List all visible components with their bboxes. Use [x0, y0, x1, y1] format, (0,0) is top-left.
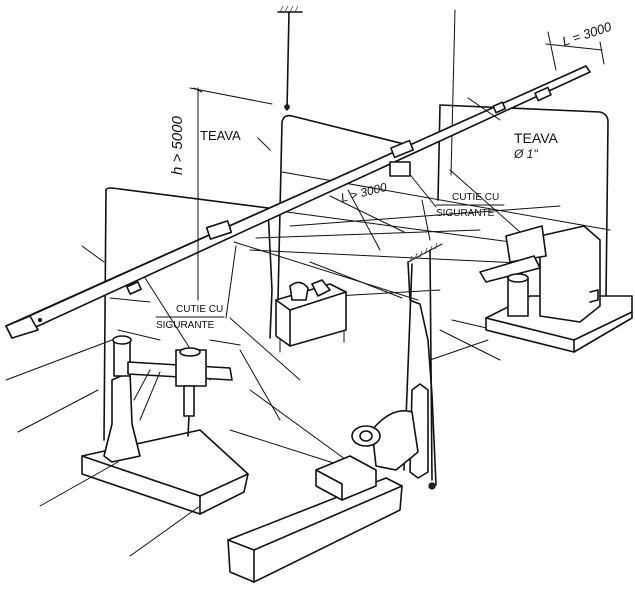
length-top-label: L = 3000	[560, 19, 614, 49]
length-dimension-top	[545, 31, 605, 71]
panel-back-right	[437, 104, 609, 301]
ceiling-hanger	[277, 5, 303, 111]
fuse-box-wall	[389, 161, 411, 177]
fuse-box-left-leader	[225, 245, 237, 319]
fuse-box-left-label-1: CUTIE CU	[176, 304, 223, 315]
fuse-box-right-label-2: SIGURANTE	[436, 208, 495, 219]
support-rod-right	[450, 9, 456, 176]
wall-pointer-lines	[5, 245, 201, 557]
radial-drill	[81, 335, 249, 515]
panel-back-left	[103, 187, 273, 441]
height-dim-label: h > 5000	[169, 116, 186, 175]
teava-right-leader	[467, 97, 501, 121]
teava-left-leader	[257, 137, 271, 151]
fuse-box-left-label-2: SIGURANTE	[156, 320, 215, 331]
shaping-machine	[479, 225, 633, 353]
lathe	[227, 410, 419, 583]
teava-left-label: TEAVA	[200, 128, 241, 143]
teava-right-label: TEAVA	[514, 130, 558, 146]
fuse-box-right-label-1: CUTIE CU	[452, 192, 499, 203]
pipe-teava	[5, 65, 591, 339]
fuse-box-right-leader	[407, 171, 437, 208]
center-cart	[275, 279, 347, 353]
height-dimension	[189, 87, 273, 301]
length-dimension-mid	[329, 195, 405, 233]
teava-right-diameter: Ø 1"	[513, 147, 538, 161]
panel-back-middle	[277, 114, 413, 301]
